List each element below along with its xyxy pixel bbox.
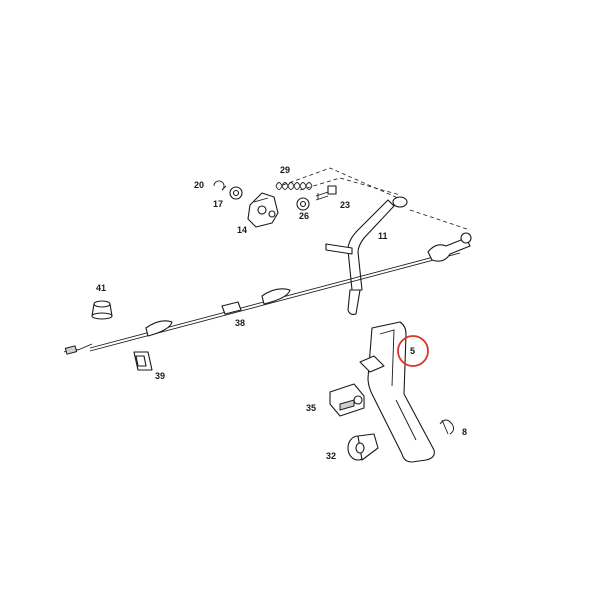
callout-38: 38	[235, 318, 245, 328]
callout-29: 29	[280, 165, 290, 175]
part-41-grommet[interactable]	[91, 300, 113, 320]
part-29-spring[interactable]	[275, 182, 313, 190]
part-8-clip[interactable]	[439, 419, 455, 435]
callout-41: 41	[96, 283, 106, 293]
part-11-lever[interactable]	[325, 196, 408, 316]
callout-11: 11	[378, 231, 388, 241]
part-26-washer[interactable]	[296, 197, 310, 211]
part-39-clip[interactable]	[133, 351, 153, 371]
part-17-washer[interactable]	[229, 186, 243, 200]
part-23-bolt[interactable]	[315, 185, 337, 201]
highlight-circle	[397, 335, 429, 367]
callout-39: 39	[155, 371, 165, 381]
callout-5: 5	[410, 346, 415, 356]
callout-17: 17	[213, 199, 223, 209]
part-32-bushing[interactable]	[347, 433, 379, 461]
callout-labels: 20 17 29 14 26 23 11 41 38 39 5 35 8 32	[96, 165, 467, 461]
callout-35: 35	[306, 403, 316, 413]
part-38-cable[interactable]	[63, 232, 472, 355]
callout-26: 26	[299, 211, 309, 221]
callout-32: 32	[326, 451, 336, 461]
part-14-bracket[interactable]	[247, 192, 279, 228]
callout-23: 23	[340, 200, 350, 210]
leader-lines	[282, 167, 471, 231]
callout-20: 20	[194, 180, 204, 190]
part-35-sensor[interactable]	[329, 383, 365, 417]
part-5-pedal[interactable]	[359, 321, 435, 463]
part-20-clip[interactable]	[213, 180, 227, 191]
callout-8: 8	[462, 427, 467, 437]
callout-14: 14	[237, 225, 247, 235]
